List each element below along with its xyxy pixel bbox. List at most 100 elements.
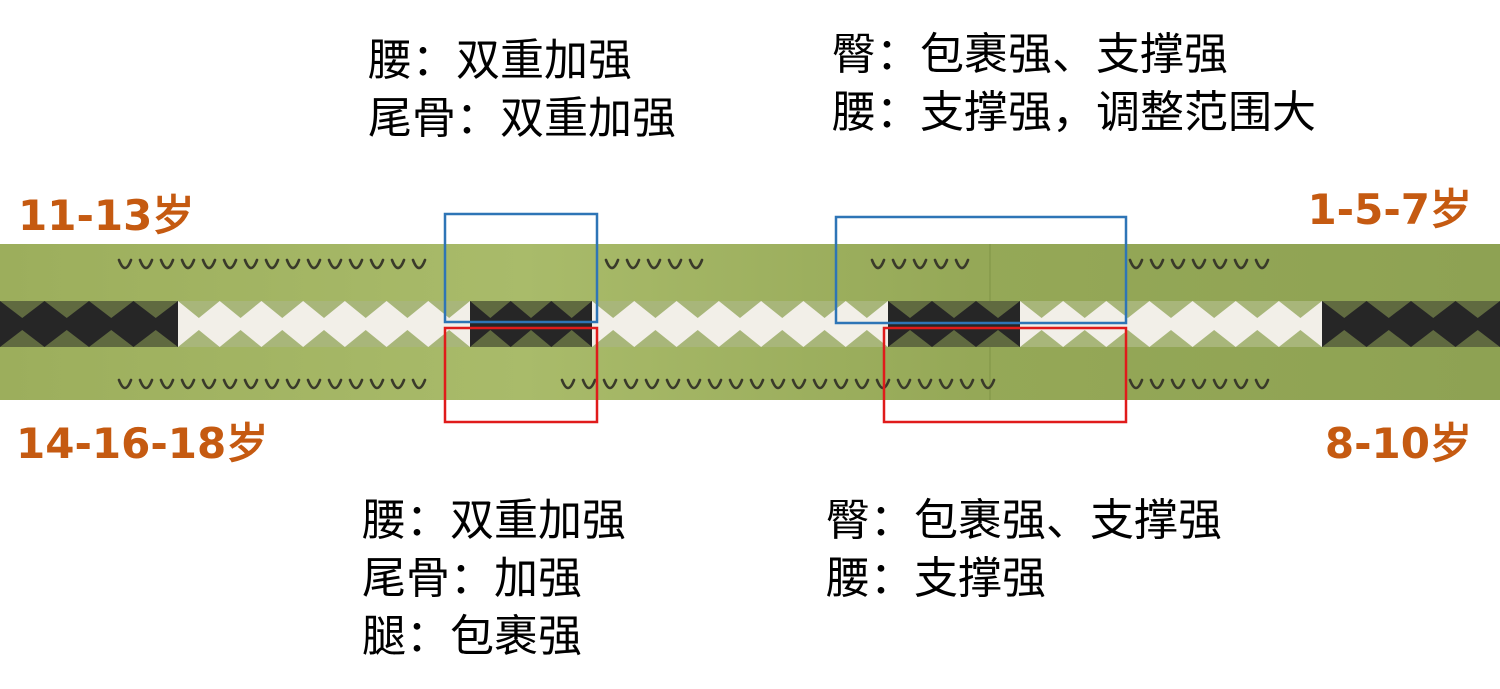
spring-notch <box>133 330 178 347</box>
spring-notch <box>592 301 635 318</box>
foam-slot <box>285 378 301 390</box>
foam-slot <box>348 378 364 390</box>
zone-box <box>834 215 1128 325</box>
spring-notch <box>510 301 552 318</box>
spring-notch <box>761 301 804 318</box>
foam-slots-bottom <box>117 378 1270 390</box>
spring-layer <box>0 301 1500 347</box>
note-line: 臀：包裹强、支撑强 <box>826 495 1222 546</box>
foam-slot <box>870 258 886 270</box>
spring-notch <box>932 330 976 347</box>
spring-notch <box>89 301 134 318</box>
age-label-8-10: 8-10岁 <box>1324 419 1472 468</box>
spring-notch <box>976 301 1020 318</box>
foam-slot <box>707 378 723 390</box>
foam-slot <box>938 378 954 390</box>
foam-slot <box>1254 258 1270 270</box>
foam-slot <box>912 258 928 270</box>
spring-notch <box>1063 301 1107 318</box>
foam-slot <box>285 258 301 270</box>
foam-slot <box>390 378 406 390</box>
foam-slot <box>891 258 907 270</box>
spring-notch <box>178 330 220 347</box>
spring-notch <box>1411 301 1456 318</box>
spring-notch <box>0 330 45 347</box>
foam-slot <box>625 258 641 270</box>
spring-notch <box>1366 330 1411 347</box>
spring-notch <box>1455 330 1500 347</box>
spring-notch <box>428 301 470 318</box>
note-line: 尾骨：加强 <box>362 553 582 604</box>
mattress-cross-section <box>0 212 1500 424</box>
spring-segment <box>0 301 178 347</box>
note-line: 腿：包裹强 <box>362 611 582 662</box>
spring-notch <box>303 301 345 318</box>
spring-notch <box>1278 330 1322 347</box>
spring-notch <box>845 330 888 347</box>
foam-slot <box>688 258 704 270</box>
spring-notch <box>178 301 220 318</box>
foam-slot <box>959 378 975 390</box>
foam-slot <box>644 378 660 390</box>
foam-slot <box>686 378 702 390</box>
foam-slot <box>327 258 343 270</box>
foam-slot <box>933 258 949 270</box>
spring-notch <box>44 330 89 347</box>
spring-notch <box>1020 301 1064 318</box>
foam-slot <box>159 258 175 270</box>
spring-notch <box>0 301 45 318</box>
spring-notch <box>718 301 762 318</box>
zone-boxes <box>443 212 1128 424</box>
foam-slot <box>1233 258 1249 270</box>
spring-notch <box>676 330 719 347</box>
zone-box <box>443 212 599 324</box>
spring-notch <box>1235 330 1279 347</box>
foam-slot <box>560 378 576 390</box>
spring-notch <box>761 330 804 347</box>
age-label-11-13: 11-13岁 <box>18 191 195 240</box>
spring-notch <box>1149 301 1193 318</box>
spring-segment <box>178 301 470 347</box>
note-line: 腰：双重加强 <box>362 495 626 546</box>
foam-slot <box>980 378 996 390</box>
foam-slot <box>180 258 196 270</box>
note-bottom-right: 臀：包裹强、支撑强 腰：支撑强 <box>826 492 1222 608</box>
note-line: 腰：支撑强 <box>826 553 1046 604</box>
spring-notch <box>510 330 552 347</box>
spring-notch <box>1322 301 1367 318</box>
spring-notch <box>634 330 677 347</box>
note-line: 腰：支撑强，调整范围大 <box>832 87 1316 138</box>
spring-notch <box>133 301 178 318</box>
spring-notch <box>718 330 762 347</box>
spring-notch <box>89 330 134 347</box>
foam-slot <box>1170 258 1186 270</box>
foam-slot <box>222 378 238 390</box>
foam-slot <box>1233 378 1249 390</box>
foam-slot <box>390 258 406 270</box>
spring-notch <box>1149 330 1193 347</box>
foam-slot <box>159 378 175 390</box>
foam-slot <box>243 258 259 270</box>
note-top-left: 腰：双重加强 尾骨：双重加强 <box>368 32 676 148</box>
spring-notch <box>1192 301 1236 318</box>
foam-slot <box>604 258 620 270</box>
foam-slot <box>369 378 385 390</box>
note-line: 腰：双重加强 <box>368 35 632 86</box>
foam-slot <box>1128 258 1144 270</box>
spring-notch <box>634 301 677 318</box>
spring-notch <box>428 330 470 347</box>
foam-slot <box>1170 378 1186 390</box>
spring-segment <box>1322 301 1500 347</box>
foam-slot <box>954 258 970 270</box>
foam-slot <box>264 378 280 390</box>
foam-slot <box>411 258 427 270</box>
foam-slot <box>327 378 343 390</box>
spring-notch <box>261 330 304 347</box>
spring-notch <box>888 301 932 318</box>
foam-slot <box>770 378 786 390</box>
spring-notch <box>219 301 262 318</box>
foam-slot <box>222 258 238 270</box>
spring-notch <box>1192 330 1236 347</box>
spring-notch <box>803 330 846 347</box>
spring-notch <box>1322 330 1367 347</box>
